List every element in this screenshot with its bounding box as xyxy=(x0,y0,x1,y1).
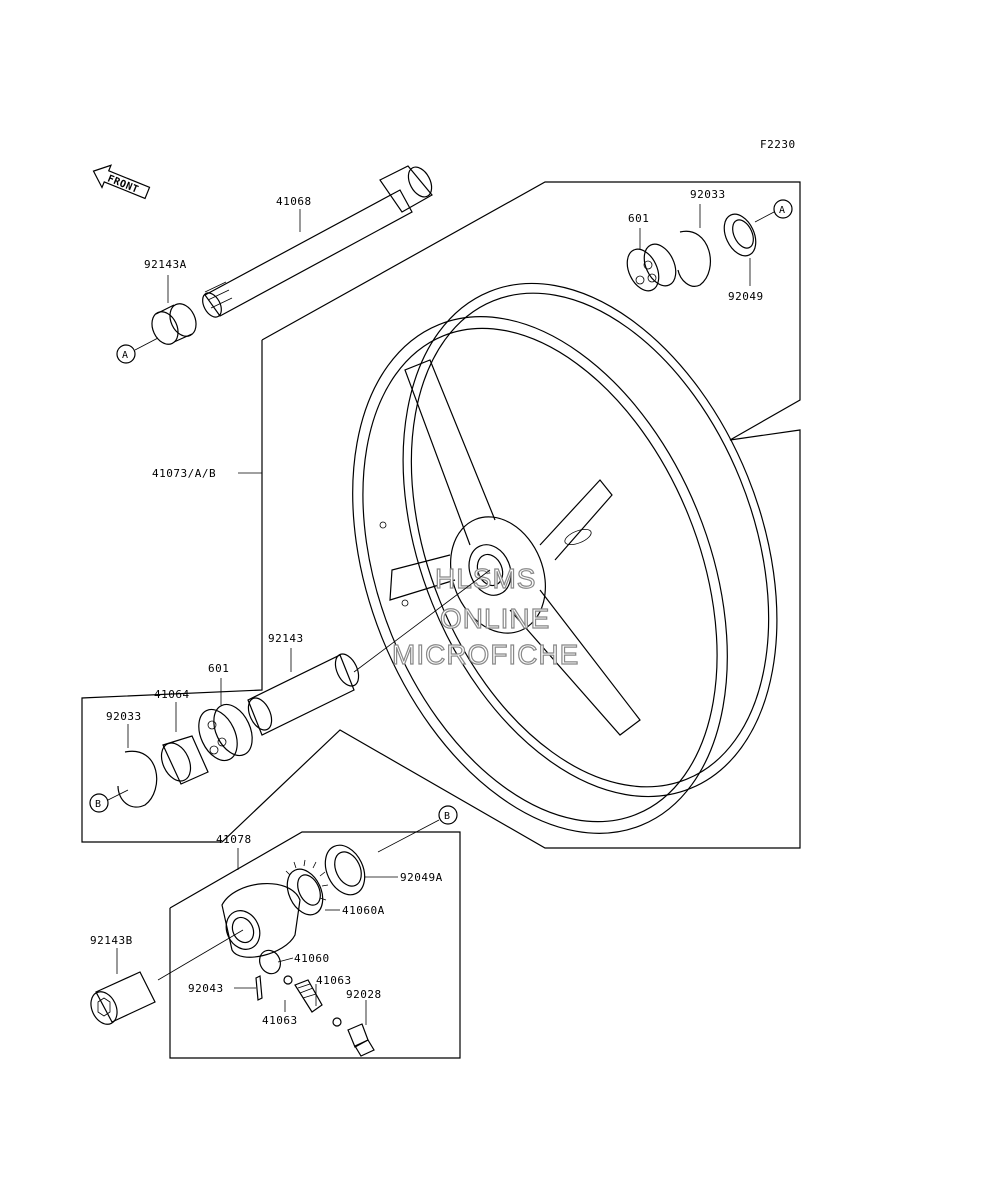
part-92143A: 92143A xyxy=(144,258,187,271)
ref-marker-b-left xyxy=(89,793,109,813)
part-41078: 41078 xyxy=(216,833,252,846)
gear-housing-41078-part xyxy=(221,882,301,958)
part-92143: 92143 xyxy=(268,632,304,645)
svg-text:HLSMS: HLSMS xyxy=(435,563,536,594)
collar-92143A-part xyxy=(151,303,197,345)
collar-92143-part xyxy=(247,653,360,736)
bearing-601-top-part xyxy=(626,243,677,292)
ref-marker-a-left xyxy=(116,344,136,364)
figure-code: F2230 xyxy=(760,138,796,151)
ref-marker-a-right-label: A xyxy=(779,205,785,216)
circlip-92033-top-part xyxy=(677,230,711,287)
seal-92049-part xyxy=(723,213,757,257)
gear-41060A-part xyxy=(285,859,329,916)
bolt-92028-part xyxy=(347,1023,375,1057)
part-41063-b: 41063 xyxy=(262,1014,298,1027)
axle-part xyxy=(202,165,433,318)
part-92033-top: 92033 xyxy=(690,188,726,201)
part-92043: 92043 xyxy=(188,982,224,995)
pin-92043-part xyxy=(255,975,263,1001)
part-41060: 41060 xyxy=(294,952,330,965)
part-41063-a: 41063 xyxy=(316,974,352,987)
pinion-41063-part xyxy=(294,979,323,1013)
gear-41060-part xyxy=(259,949,281,975)
part-41060A: 41060A xyxy=(342,904,385,917)
part-92049: 92049 xyxy=(728,290,764,303)
wheel-part xyxy=(352,282,778,834)
part-601-top: 601 xyxy=(628,212,649,225)
svg-text:MICROFICHE: MICROFICHE xyxy=(392,639,579,670)
collar-92143B-part xyxy=(90,971,156,1025)
watermark: HLSMS ONLINE MICROFICHE xyxy=(391,562,579,670)
part-41064: 41064 xyxy=(154,688,190,701)
part-92028: 92028 xyxy=(346,988,382,1001)
ref-marker-b-left-label: B xyxy=(95,799,101,810)
part-41073: 41073/A/B xyxy=(152,467,216,480)
part-92049A: 92049A xyxy=(400,871,443,884)
circlip-92033-left-part xyxy=(117,750,158,808)
front-arrow-icon: FRONT xyxy=(92,164,151,200)
svg-text:ONLINE: ONLINE xyxy=(440,603,550,634)
speedo-box-outline xyxy=(169,831,461,1059)
part-92143B: 92143B xyxy=(90,934,133,947)
bearing-601-left-part xyxy=(198,703,253,762)
part-41068: 41068 xyxy=(276,195,312,208)
collar-41064-part xyxy=(160,735,209,785)
assembly-outline xyxy=(81,181,801,849)
ref-marker-b-bottom xyxy=(438,805,458,825)
seal-92049A-part xyxy=(324,844,366,896)
ref-marker-a-right xyxy=(773,199,793,219)
part-92033-left: 92033 xyxy=(106,710,142,723)
washer-41063-a-part xyxy=(283,975,293,985)
ref-marker-a-left-label: A xyxy=(122,350,128,361)
ref-marker-b-bottom-label: B xyxy=(444,811,450,822)
washer-41063-b-part xyxy=(332,1017,342,1027)
part-601-left: 601 xyxy=(208,662,229,675)
